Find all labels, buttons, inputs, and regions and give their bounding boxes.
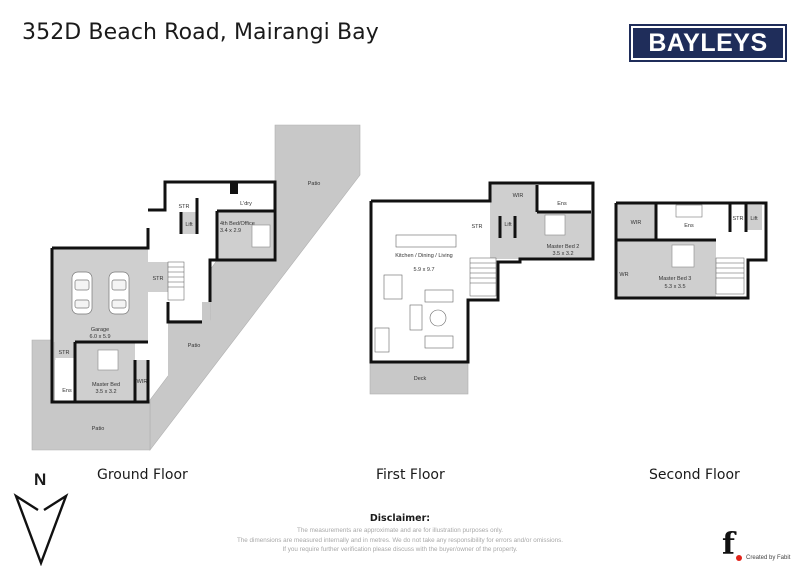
floor-label-ground: Ground Floor — [97, 467, 188, 483]
room-label: STR — [733, 216, 744, 222]
fabit-credit-text: Created by Fabit — [746, 555, 791, 561]
disclaimer-heading: Disclaimer: — [369, 513, 431, 524]
room-label: Kitchen / Dining / Living — [395, 253, 452, 259]
north-arrow-icon — [13, 493, 69, 566]
room-label: Master Bed 2 — [547, 244, 580, 250]
room-label: Patio — [92, 426, 105, 432]
room-label: WIR — [631, 220, 642, 226]
first-floor-plan — [369, 181, 595, 395]
room-label: WIR — [137, 379, 148, 385]
room-dims: 3.5 x 3.2 — [552, 251, 573, 257]
room-label: L'dry — [240, 201, 252, 207]
room-label: Ens — [62, 388, 72, 394]
page-title: 352D Beach Road, Mairangi Bay — [22, 20, 379, 45]
fabit-logo-icon: f — [722, 527, 735, 562]
room-label: Lift — [185, 222, 193, 228]
room-label: Ens — [557, 201, 567, 207]
car-icon — [71, 271, 93, 315]
bayleys-logo: BAYLEYS — [629, 24, 787, 62]
fabit-credit: f Created by Fabit — [722, 530, 800, 564]
room-label: Master Bed — [92, 382, 120, 388]
floor-label-first: First Floor — [376, 467, 445, 483]
floor-label-second: Second Floor — [649, 467, 740, 483]
room-label: Lift — [750, 216, 758, 222]
ground-floor-plan — [31, 124, 361, 451]
room-label: Master Bed 3 — [659, 276, 692, 282]
logo-text: BAYLEYS — [648, 28, 768, 57]
disclaimer: Disclaimer: The measurements are approxi… — [200, 513, 600, 555]
compass: N — [10, 470, 74, 566]
room-labels: Garage 6.0 x 5.9 4th Bed/Office 3.4 x 2.… — [59, 181, 759, 432]
room-label: Garage — [91, 327, 109, 333]
room-label: STR — [59, 350, 70, 356]
room-dims: 3.5 x 3.2 — [95, 389, 116, 395]
room-label: Lift — [504, 222, 512, 228]
fabit-dot-icon — [736, 555, 742, 561]
room-label: WR — [619, 272, 628, 278]
room-label: STR — [153, 276, 164, 282]
patio-area-middle — [168, 302, 210, 400]
bed-icon — [97, 349, 119, 371]
master-bed-3-room — [616, 240, 716, 298]
room-label: STR — [179, 204, 190, 210]
room-label: 4th Bed/Office — [220, 221, 255, 227]
room-label: Patio — [308, 181, 321, 187]
car-icon — [108, 271, 130, 315]
room-dims: 3.4 x 2.9 — [220, 228, 241, 234]
disclaimer-line: The measurements are approximate and are… — [296, 527, 504, 534]
room-dims: 5.9 x 9.7 — [413, 267, 434, 273]
compass-north-label: N — [34, 470, 47, 489]
room-label: Ens — [684, 223, 694, 229]
room-dims: 6.0 x 5.9 — [89, 334, 110, 340]
disclaimer-line: The dimensions are measured internally a… — [236, 536, 564, 544]
garage-room — [52, 248, 148, 342]
room-label: Patio — [188, 343, 201, 349]
deck-area — [369, 361, 469, 395]
disclaimer-line: If you require further verification plea… — [282, 546, 518, 553]
room-label: Deck — [414, 376, 427, 382]
room-label: WIR — [513, 193, 524, 199]
room-label: STR — [472, 224, 483, 230]
second-floor-plan — [614, 201, 768, 300]
room-dims: 5.3 x 3.5 — [664, 284, 685, 290]
